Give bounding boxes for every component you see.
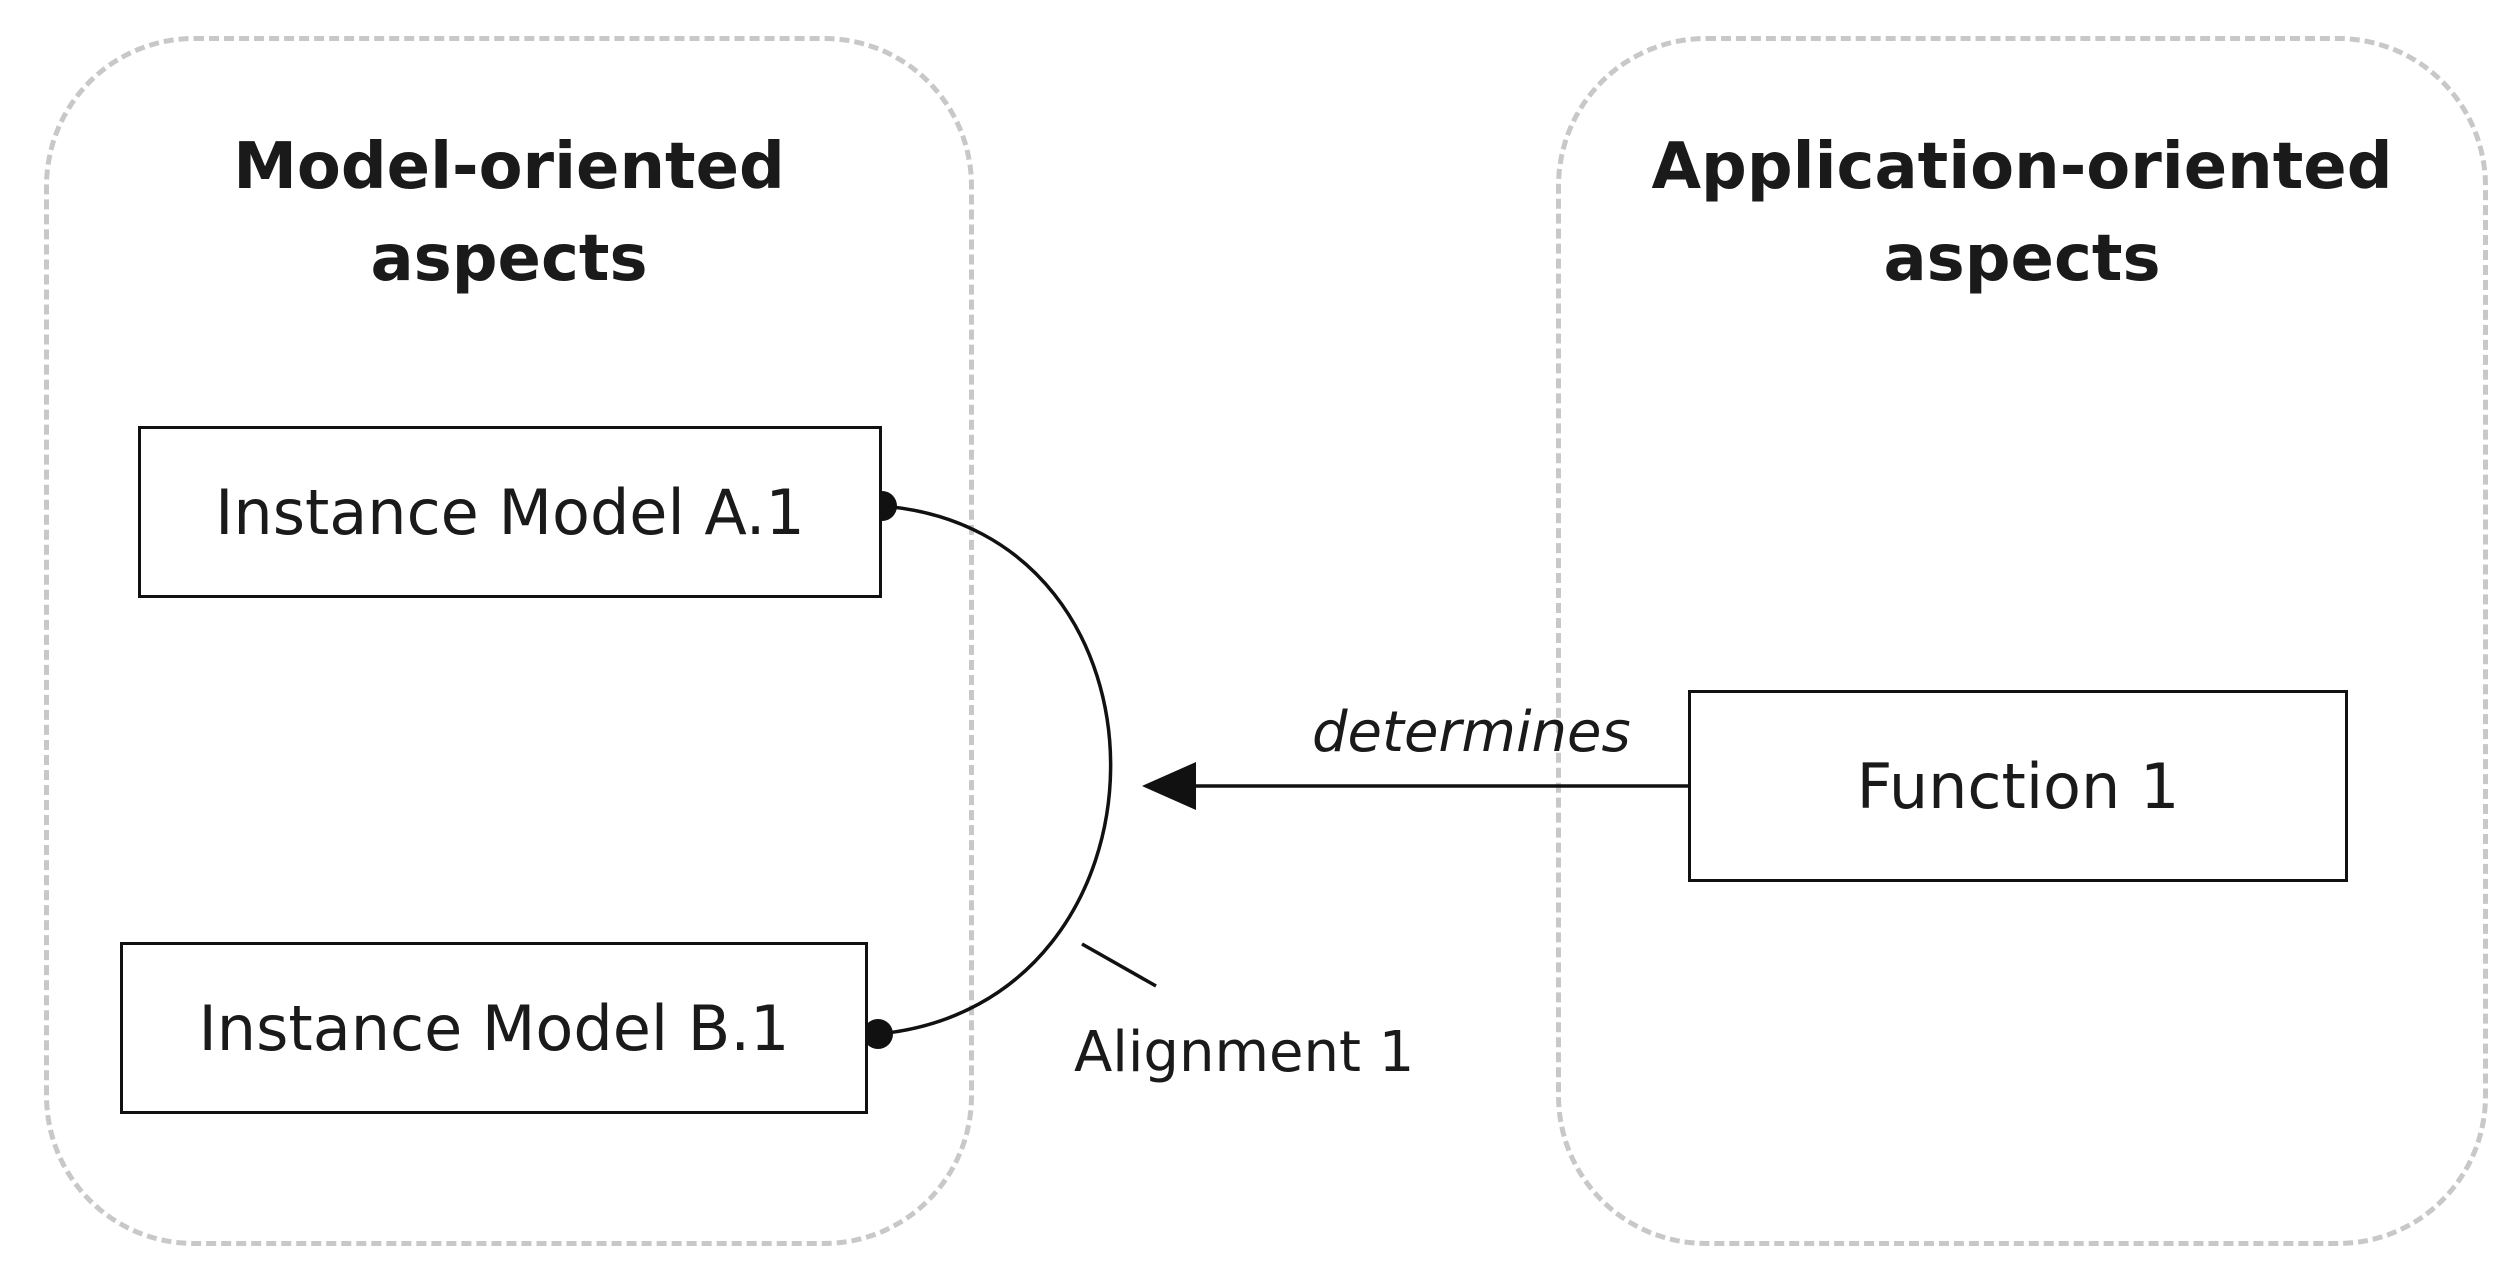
model-oriented-group: Model-oriented aspects bbox=[44, 36, 974, 1246]
alignment-label: Alignment 1 bbox=[1074, 1020, 1415, 1085]
alignment-endpoint-b bbox=[863, 1019, 893, 1049]
function-1-label: Function 1 bbox=[1856, 749, 2180, 823]
determines-arrow-head bbox=[1142, 762, 1196, 810]
determines-label: determines bbox=[1312, 700, 1631, 765]
application-oriented-title: Application-oriented aspects bbox=[1651, 130, 2393, 296]
alignment-arc bbox=[877, 504, 1113, 1036]
instance-model-a-box: Instance Model A.1 bbox=[138, 426, 882, 598]
alignment-leader-line bbox=[1081, 942, 1157, 988]
application-oriented-group: Application-oriented aspects bbox=[1556, 36, 2488, 1246]
model-oriented-title: Model-oriented aspects bbox=[233, 130, 785, 296]
function-1-box: Function 1 bbox=[1688, 690, 2348, 882]
instance-model-a-label: Instance Model A.1 bbox=[215, 475, 805, 549]
instance-model-b-box: Instance Model B.1 bbox=[120, 942, 868, 1114]
instance-model-b-label: Instance Model B.1 bbox=[198, 991, 790, 1065]
